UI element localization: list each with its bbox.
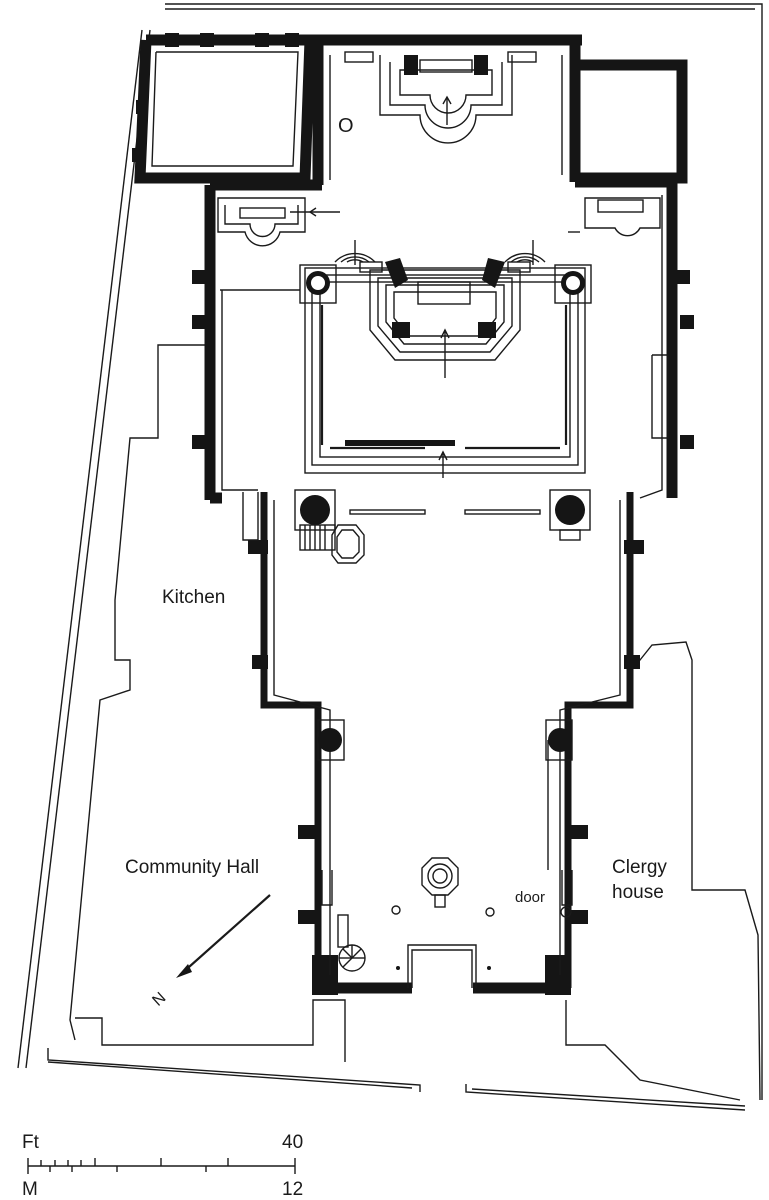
kitchen-label: Kitchen — [162, 587, 225, 608]
spiral-stair — [337, 914, 366, 972]
north-arrow: N — [149, 894, 271, 1010]
north-chapel-altar — [217, 197, 340, 247]
scale-bar: Ft 40 M 12 — [22, 1132, 303, 1200]
clergy-house-label-line2: house — [612, 882, 664, 903]
choir-corner-steps — [334, 240, 546, 273]
altar-rails — [349, 509, 541, 515]
west-porch — [407, 944, 477, 988]
scale-unit-bottom: M — [22, 1179, 38, 1200]
scale-unit-top: Ft — [22, 1132, 40, 1153]
south-chapel-altar — [568, 197, 661, 237]
columns — [294, 264, 592, 761]
clergy-house-label-line1: Clergy — [612, 857, 667, 878]
kitchen-outline — [69, 344, 205, 1041]
small-posts — [391, 905, 572, 970]
scale-value-top: 40 — [282, 1132, 303, 1153]
main-walls — [192, 34, 694, 995]
north-arrow-label: N — [149, 989, 169, 1009]
high-altar — [344, 51, 537, 144]
chancel-steps — [369, 258, 521, 378]
community-hall-outline — [75, 999, 346, 1062]
door-label: door — [515, 889, 545, 906]
community-hall-label: Community Hall — [125, 857, 259, 878]
pulpit — [299, 524, 365, 564]
clergy-house-outline — [565, 641, 761, 1101]
scale-value-bottom: 12 — [282, 1179, 303, 1200]
baptismal-font — [421, 857, 459, 908]
inner-wall-lines — [220, 55, 669, 975]
site-boundary — [17, 3, 763, 1111]
crypt-mark-label: O — [338, 115, 354, 137]
nw-room — [132, 33, 316, 184]
